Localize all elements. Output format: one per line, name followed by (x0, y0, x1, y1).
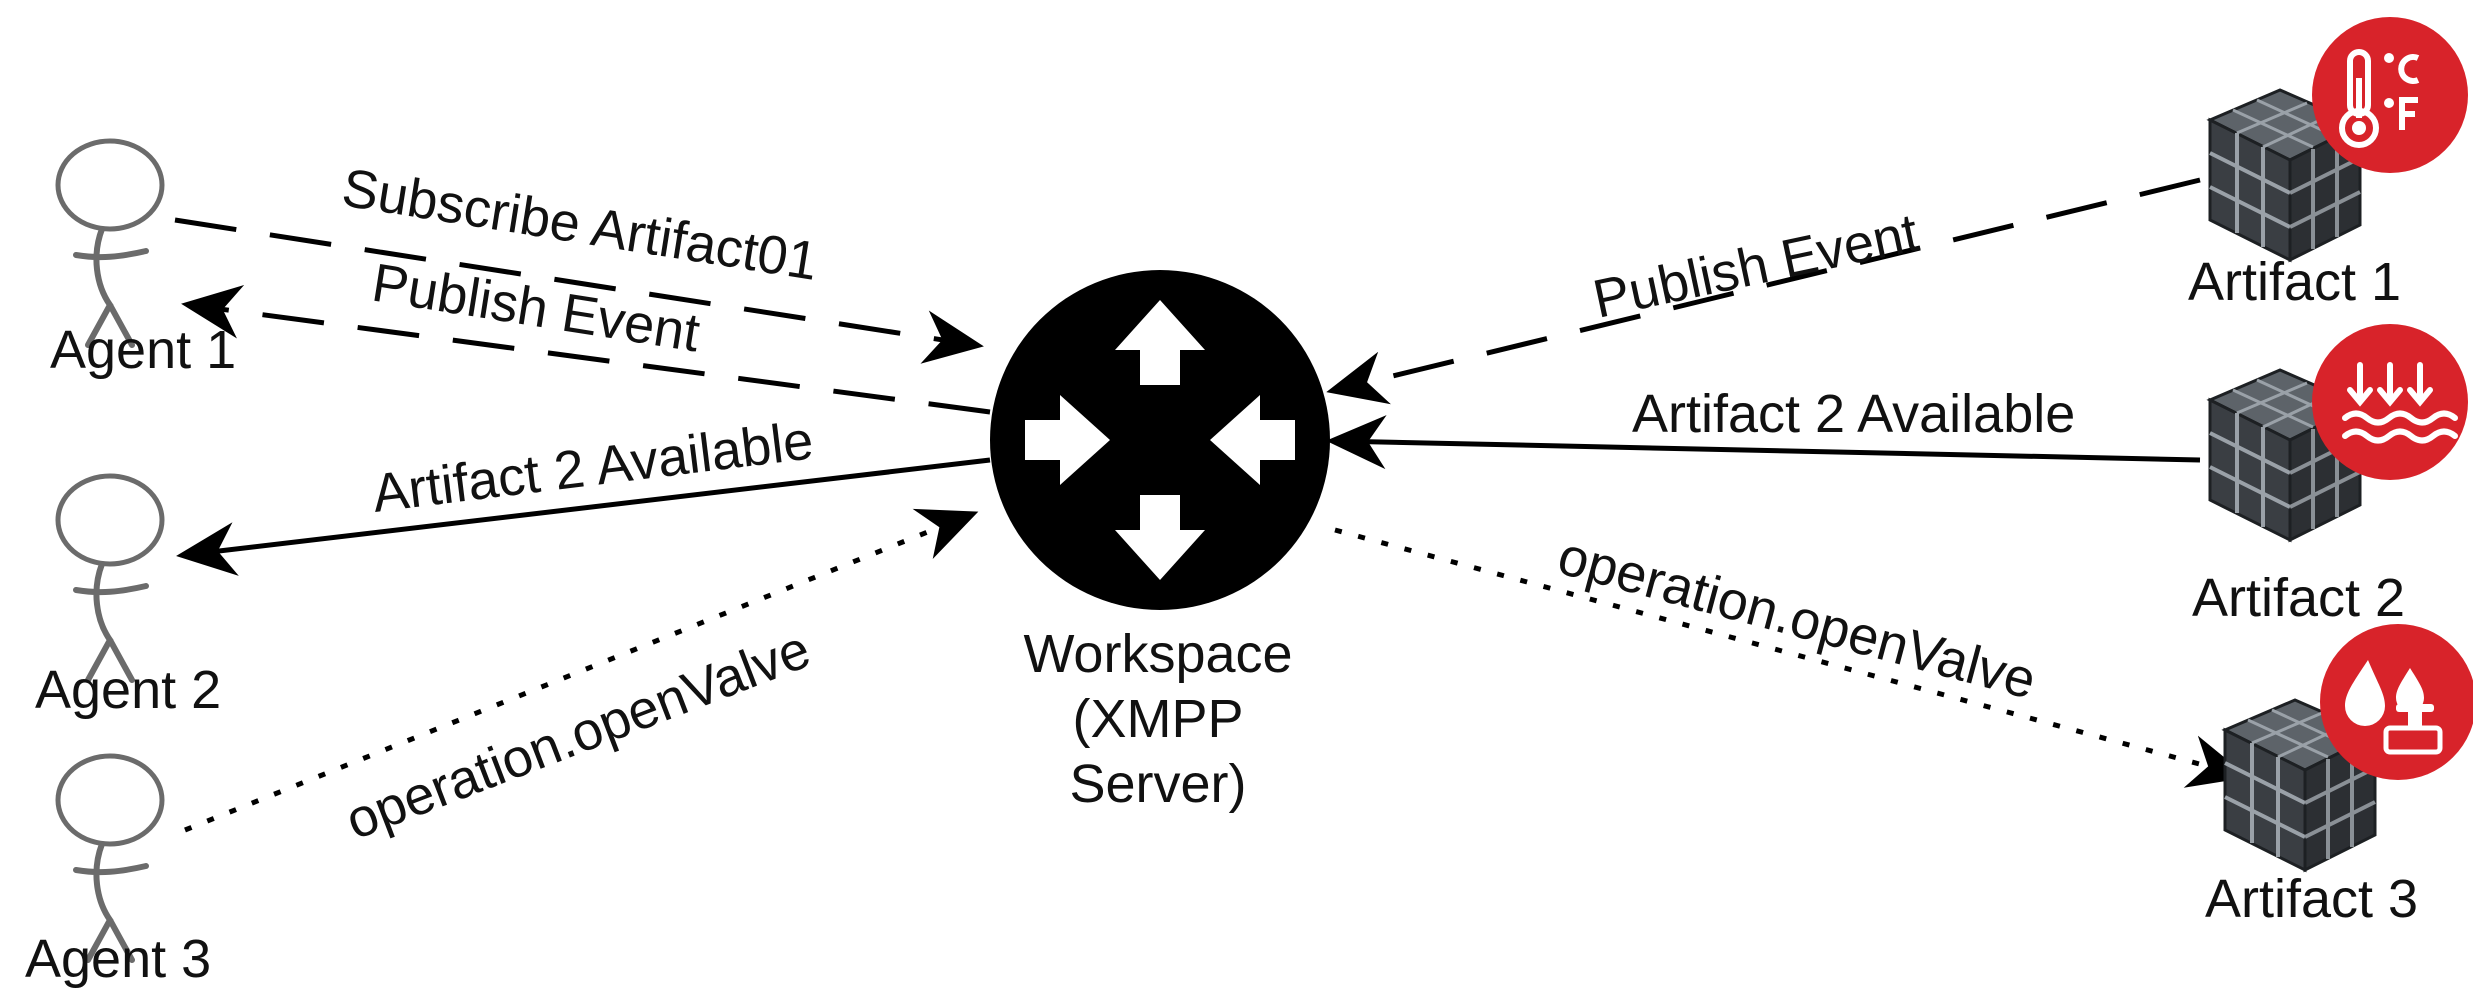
workspace-label-line1: Workspace (1023, 624, 1292, 684)
workspace-label-line2: (XMPP (1072, 689, 1243, 749)
edge-label-publish-event-artifact1: Publish Event (1588, 202, 1923, 329)
thermometer-celsius-fahrenheit-icon (2312, 17, 2468, 173)
agent-1-label: Agent 1 (50, 320, 236, 380)
edge-label-publish-event-agent1: Publish Event (368, 253, 704, 364)
stick-figure-icon (58, 141, 162, 345)
edge-line-openvalve-agent3 (184, 508, 979, 833)
agent-2-label: Agent 2 (35, 660, 221, 720)
workspace-node: Workspace (XMPP Server) (990, 270, 1330, 814)
water-level-icon (2312, 324, 2468, 480)
edge-openvalve-artifact3: operation.openValve (1334, 526, 2249, 788)
router-arrows-icon (990, 270, 1330, 610)
artifact-1: Artifact 1 (2188, 17, 2468, 312)
edge-line-publish-agent1 (181, 284, 991, 415)
edge-label-artifact2-available-workspace: Artifact 2 Available (1632, 384, 2075, 444)
edge-line-subscribe (174, 217, 984, 364)
edge-line-available-agent2 (176, 457, 991, 576)
artifact-2: Artifact 2 (2192, 324, 2468, 628)
edge-label-openvalve-agent3: operation.openValve (338, 619, 818, 851)
edge-artifact2-available-agent2: Artifact 2 Available (176, 410, 991, 576)
water-drops-valve-icon (2320, 624, 2473, 780)
artifact-2-label: Artifact 2 (2192, 568, 2405, 628)
agent-1: Agent 1 (50, 141, 236, 380)
agent-2: Agent 2 (35, 476, 221, 720)
edge-artifact2-available-workspace: Artifact 2 Available (1326, 384, 2201, 470)
edge-label-openvalve-artifact3: operation.openValve (1552, 526, 2042, 711)
agent-3: Agent 3 (25, 756, 211, 989)
edge-publish-event-agent1: Publish Event (181, 253, 991, 415)
router-arrow-glyphs (1025, 300, 1295, 580)
artifact-3: Artifact 3 (2205, 624, 2473, 929)
edge-openvalve-agent3: operation.openValve (184, 508, 979, 851)
artifact-3-label: Artifact 3 (2205, 869, 2418, 929)
agent-3-label: Agent 3 (25, 929, 211, 989)
edge-line-openvalve-artifact3 (1334, 527, 2249, 788)
artifact-1-label: Artifact 1 (2188, 252, 2401, 312)
edge-line-available-workspace (1326, 415, 2201, 470)
edge-publish-event-artifact1: Publish Event (1326, 177, 2201, 405)
stick-figure-icon (58, 476, 162, 680)
workspace-label-line3: Server) (1069, 754, 1246, 814)
edge-line-publish-artifact1 (1326, 177, 2201, 405)
